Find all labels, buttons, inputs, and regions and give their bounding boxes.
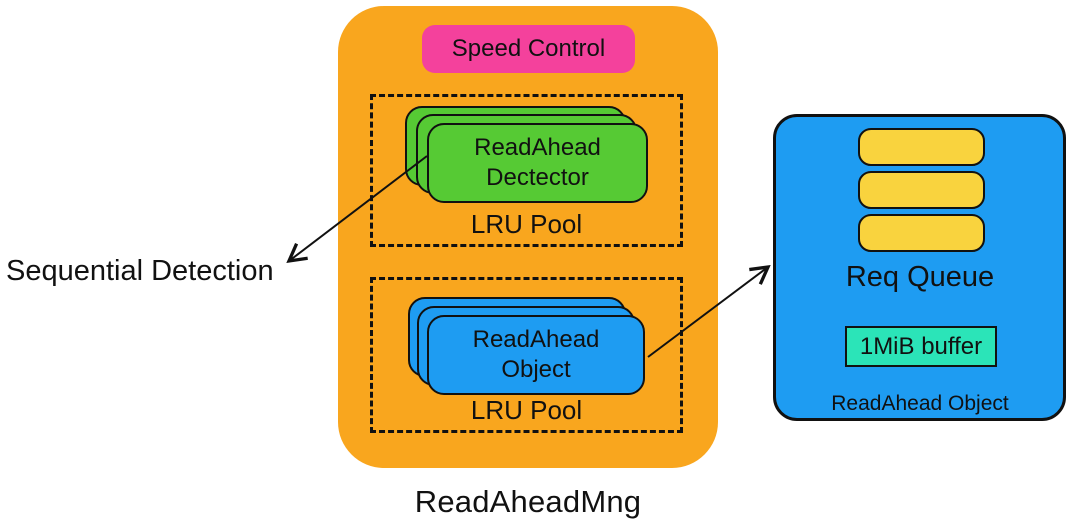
- req-queue-item: [858, 171, 985, 209]
- req-queue-label: Req Queue: [845, 260, 995, 293]
- speed-control-label: Speed Control: [451, 35, 606, 62]
- req-queue-item: [858, 214, 985, 252]
- readahead-detector-card-front: ReadAhead Dectector: [427, 123, 648, 203]
- buffer-box: 1MiB buffer: [845, 326, 997, 367]
- readahead-object-detail-label: ReadAhead Object: [831, 392, 1009, 415]
- speed-control-box: Speed Control: [422, 25, 635, 73]
- readahead-object-card-label: ReadAhead Object: [472, 326, 600, 383]
- buffer-label: 1MiB buffer: [859, 332, 983, 360]
- req-queue-item: [858, 128, 985, 166]
- object-lru-pool-label: LRU Pool: [470, 395, 583, 425]
- readahead-detector-label: ReadAhead Dectector: [474, 134, 601, 191]
- detector-lru-pool-label: LRU Pool: [470, 209, 583, 239]
- readahead-object-card-front: ReadAhead Object: [427, 315, 645, 395]
- readaheadmng-label: ReadAheadMng: [414, 484, 642, 519]
- sequential-detection-label: Sequential Detection: [6, 254, 274, 287]
